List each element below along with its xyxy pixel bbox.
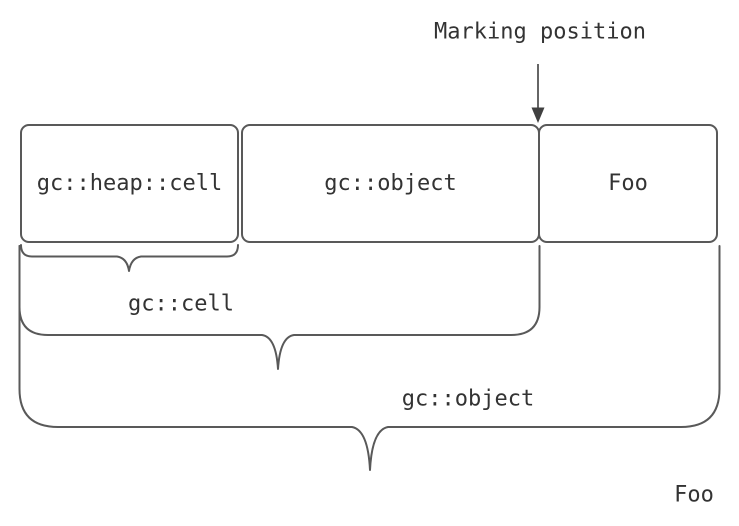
marking-arrow-head-icon [531,107,545,123]
box-gc-heap-cell-label: gc::heap::cell [36,171,223,196]
box-foo: Foo [538,124,718,243]
box-foo-label: Foo [608,171,648,196]
box-gc-object-label: gc::object [324,171,457,196]
box-gc-object: gc::object [241,124,540,243]
brace-label-foo: Foo [674,482,714,508]
marking-arrow [531,64,545,123]
brace-label-gc-cell: gc::cell [128,291,234,317]
marking-position-label: Marking position [434,19,646,45]
box-gc-heap-cell: gc::heap::cell [20,124,239,243]
brace-gc-cell [20,244,239,272]
brace-gc-object-region [18,245,541,370]
brace-foo-region [18,245,721,471]
brace-label-gc-object: gc::object [401,386,535,412]
